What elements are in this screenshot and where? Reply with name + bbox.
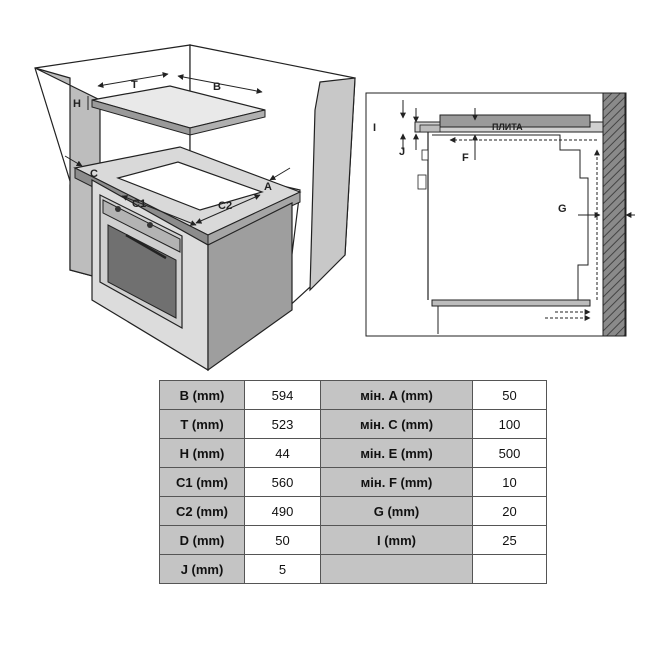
label-C2: C2 [218,200,232,212]
table-key-cell: мін. C (mm) [320,409,473,439]
hob-floating [87,71,266,136]
oven-window [107,224,177,319]
label-C1: C1 [132,198,146,210]
table-key-cell: мін. A (mm) [320,380,473,410]
table-value-cell: 25 [472,525,547,555]
table-value-cell: 594 [244,380,321,410]
table-key-cell: I (mm) [320,525,473,555]
table-key-cell: H (mm) [159,438,245,468]
table-key-cell: T (mm) [159,409,245,439]
cross-section-drawing: ПЛИТА I J F G [365,92,635,337]
label-G: G [558,203,567,215]
base-cabinet [91,178,293,372]
table-key-cell: C2 (mm) [159,496,245,526]
oven-knob-left [115,206,121,212]
table-row: J (mm)5 [159,554,547,584]
table-key-cell: G (mm) [320,496,473,526]
table-value-cell: 20 [472,496,547,526]
table-value-cell: 100 [472,409,547,439]
table-value-cell [472,554,547,584]
section-bottom-shelf [431,299,591,307]
table-key-cell: J (mm) [159,554,245,584]
label-I: I [373,122,376,134]
table-key-cell: D (mm) [159,525,245,555]
table-key-cell: C1 (mm) [159,467,245,497]
table-value-cell: 10 [472,467,547,497]
cabinet-3d-drawing: T B H C A C1 C2 [34,44,356,372]
table-key-cell: B (mm) [159,380,245,410]
label-B: B [213,81,221,93]
table-value-cell: 500 [472,438,547,468]
label-plita: ПЛИТА [492,122,523,132]
table-value-cell: 523 [244,409,321,439]
label-T: T [131,79,138,91]
table-value-cell: 5 [244,554,321,584]
table-value-cell: 560 [244,467,321,497]
table-key-cell: мін. E (mm) [320,438,473,468]
wall-hatched [602,92,626,337]
oven-knob-right [147,222,153,228]
label-A: A [264,181,272,193]
table-value-cell: 50 [472,380,547,410]
back-wall-left-shade [34,67,101,279]
label-F: F [462,152,469,164]
label-H: H [73,98,81,110]
label-C: C [90,168,98,180]
label-J: J [399,146,405,158]
back-wall-right-shade [309,77,356,292]
table-value-cell: 490 [244,496,321,526]
table-key-cell [320,554,473,584]
table-key-cell: мін. F (mm) [320,467,473,497]
table-value-cell: 50 [244,525,321,555]
table-value-cell: 44 [244,438,321,468]
